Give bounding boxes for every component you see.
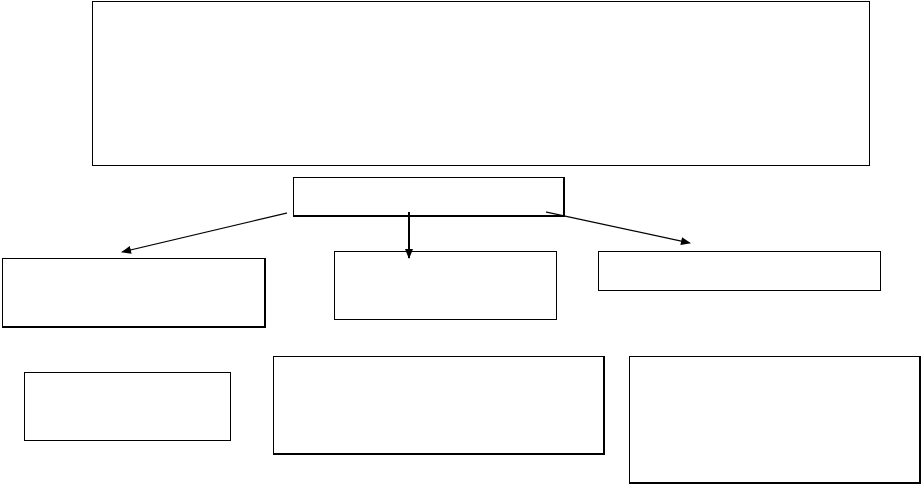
right-child-box (598, 251, 881, 291)
bottom-center-text (274, 357, 603, 369)
bottom-right-text (630, 357, 919, 369)
bottom-left-box (24, 372, 231, 441)
bottom-center-box (273, 356, 605, 455)
center-node-text (294, 178, 563, 190)
center-node-box (293, 177, 565, 217)
arrow-to-right-child (545, 211, 691, 246)
top-banner-text (93, 2, 869, 14)
middle-child-box (334, 251, 557, 320)
left-child-box (2, 258, 266, 328)
top-banner-box (92, 1, 870, 166)
arrow-to-left-child (121, 212, 288, 254)
middle-child-text (335, 252, 556, 264)
bottom-right-box (629, 356, 921, 484)
right-child-text (599, 252, 880, 264)
left-child-text (3, 259, 264, 271)
bottom-left-text (25, 373, 230, 385)
